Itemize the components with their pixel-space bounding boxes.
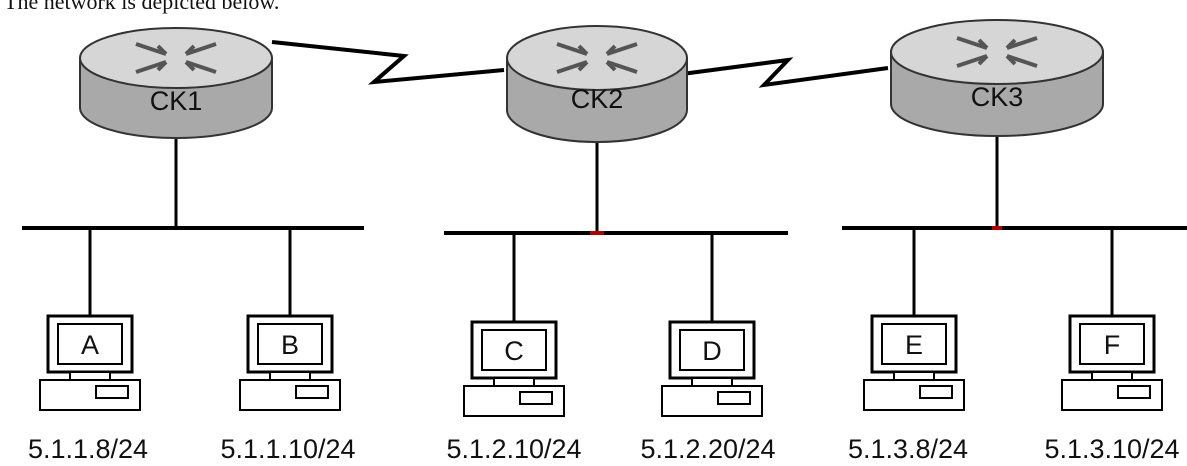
host-letter: B [281, 330, 299, 360]
ip-label-b: 5.1.1.10/24 [220, 434, 355, 464]
monitor-screen [481, 329, 547, 371]
host-b[interactable]: B [239, 314, 341, 411]
monitor-screen [881, 323, 947, 365]
host-letter: E [905, 330, 923, 360]
router-ck3[interactable]: CK3 [890, 19, 1104, 137]
host-letter: C [504, 336, 524, 366]
host-c[interactable]: C [463, 320, 565, 417]
diagram-caption: The network is depicted below. [4, 0, 280, 14]
host-a[interactable]: A [39, 314, 141, 411]
ip-label-e: 5.1.3.8/24 [848, 434, 968, 464]
router-label: CK3 [971, 82, 1024, 112]
host-f[interactable]: F [1061, 314, 1163, 411]
monitor-screen [57, 323, 123, 365]
monitor-stand [1091, 371, 1133, 381]
drive-bay [717, 391, 751, 405]
monitor-stand [691, 377, 733, 387]
monitor-screen [1079, 323, 1145, 365]
router-ck1[interactable]: CK1 [79, 27, 273, 139]
serial-link-ck1-ck2 [271, 40, 505, 85]
host-d[interactable]: D [661, 320, 763, 417]
ip-label-c: 5.1.2.10/24 [446, 434, 581, 464]
drive-bay [95, 385, 129, 399]
ip-label-f: 5.1.3.10/24 [1044, 434, 1179, 464]
host-e[interactable]: E [863, 314, 965, 411]
drive-bay [519, 391, 553, 405]
drive-bay [919, 385, 953, 399]
drive-bay [1117, 385, 1151, 399]
monitor-stand [269, 371, 311, 381]
router-top [79, 27, 273, 89]
monitor-screen [257, 323, 323, 365]
drive-bay [295, 385, 329, 399]
ip-label-d: 5.1.2.20/24 [640, 434, 775, 464]
router-arrows-icon [135, 42, 217, 74]
router-arrows-icon [556, 42, 638, 74]
ip-label-a: 5.1.1.8/24 [28, 434, 148, 464]
host-letter: F [1104, 330, 1121, 360]
serial-link-ck2-ck3 [681, 57, 889, 88]
router-top [890, 19, 1104, 85]
router-label: CK1 [150, 86, 203, 116]
router-ck2[interactable]: CK2 [506, 25, 688, 143]
monitor-stand [69, 371, 111, 381]
monitor-stand [893, 371, 935, 381]
host-letter: A [81, 330, 99, 360]
router-top [506, 25, 688, 91]
monitor-screen [679, 329, 745, 371]
monitor-stand [493, 377, 535, 387]
router-arrows-icon [956, 36, 1038, 68]
host-letter: D [702, 336, 722, 366]
router-label: CK2 [571, 84, 624, 114]
